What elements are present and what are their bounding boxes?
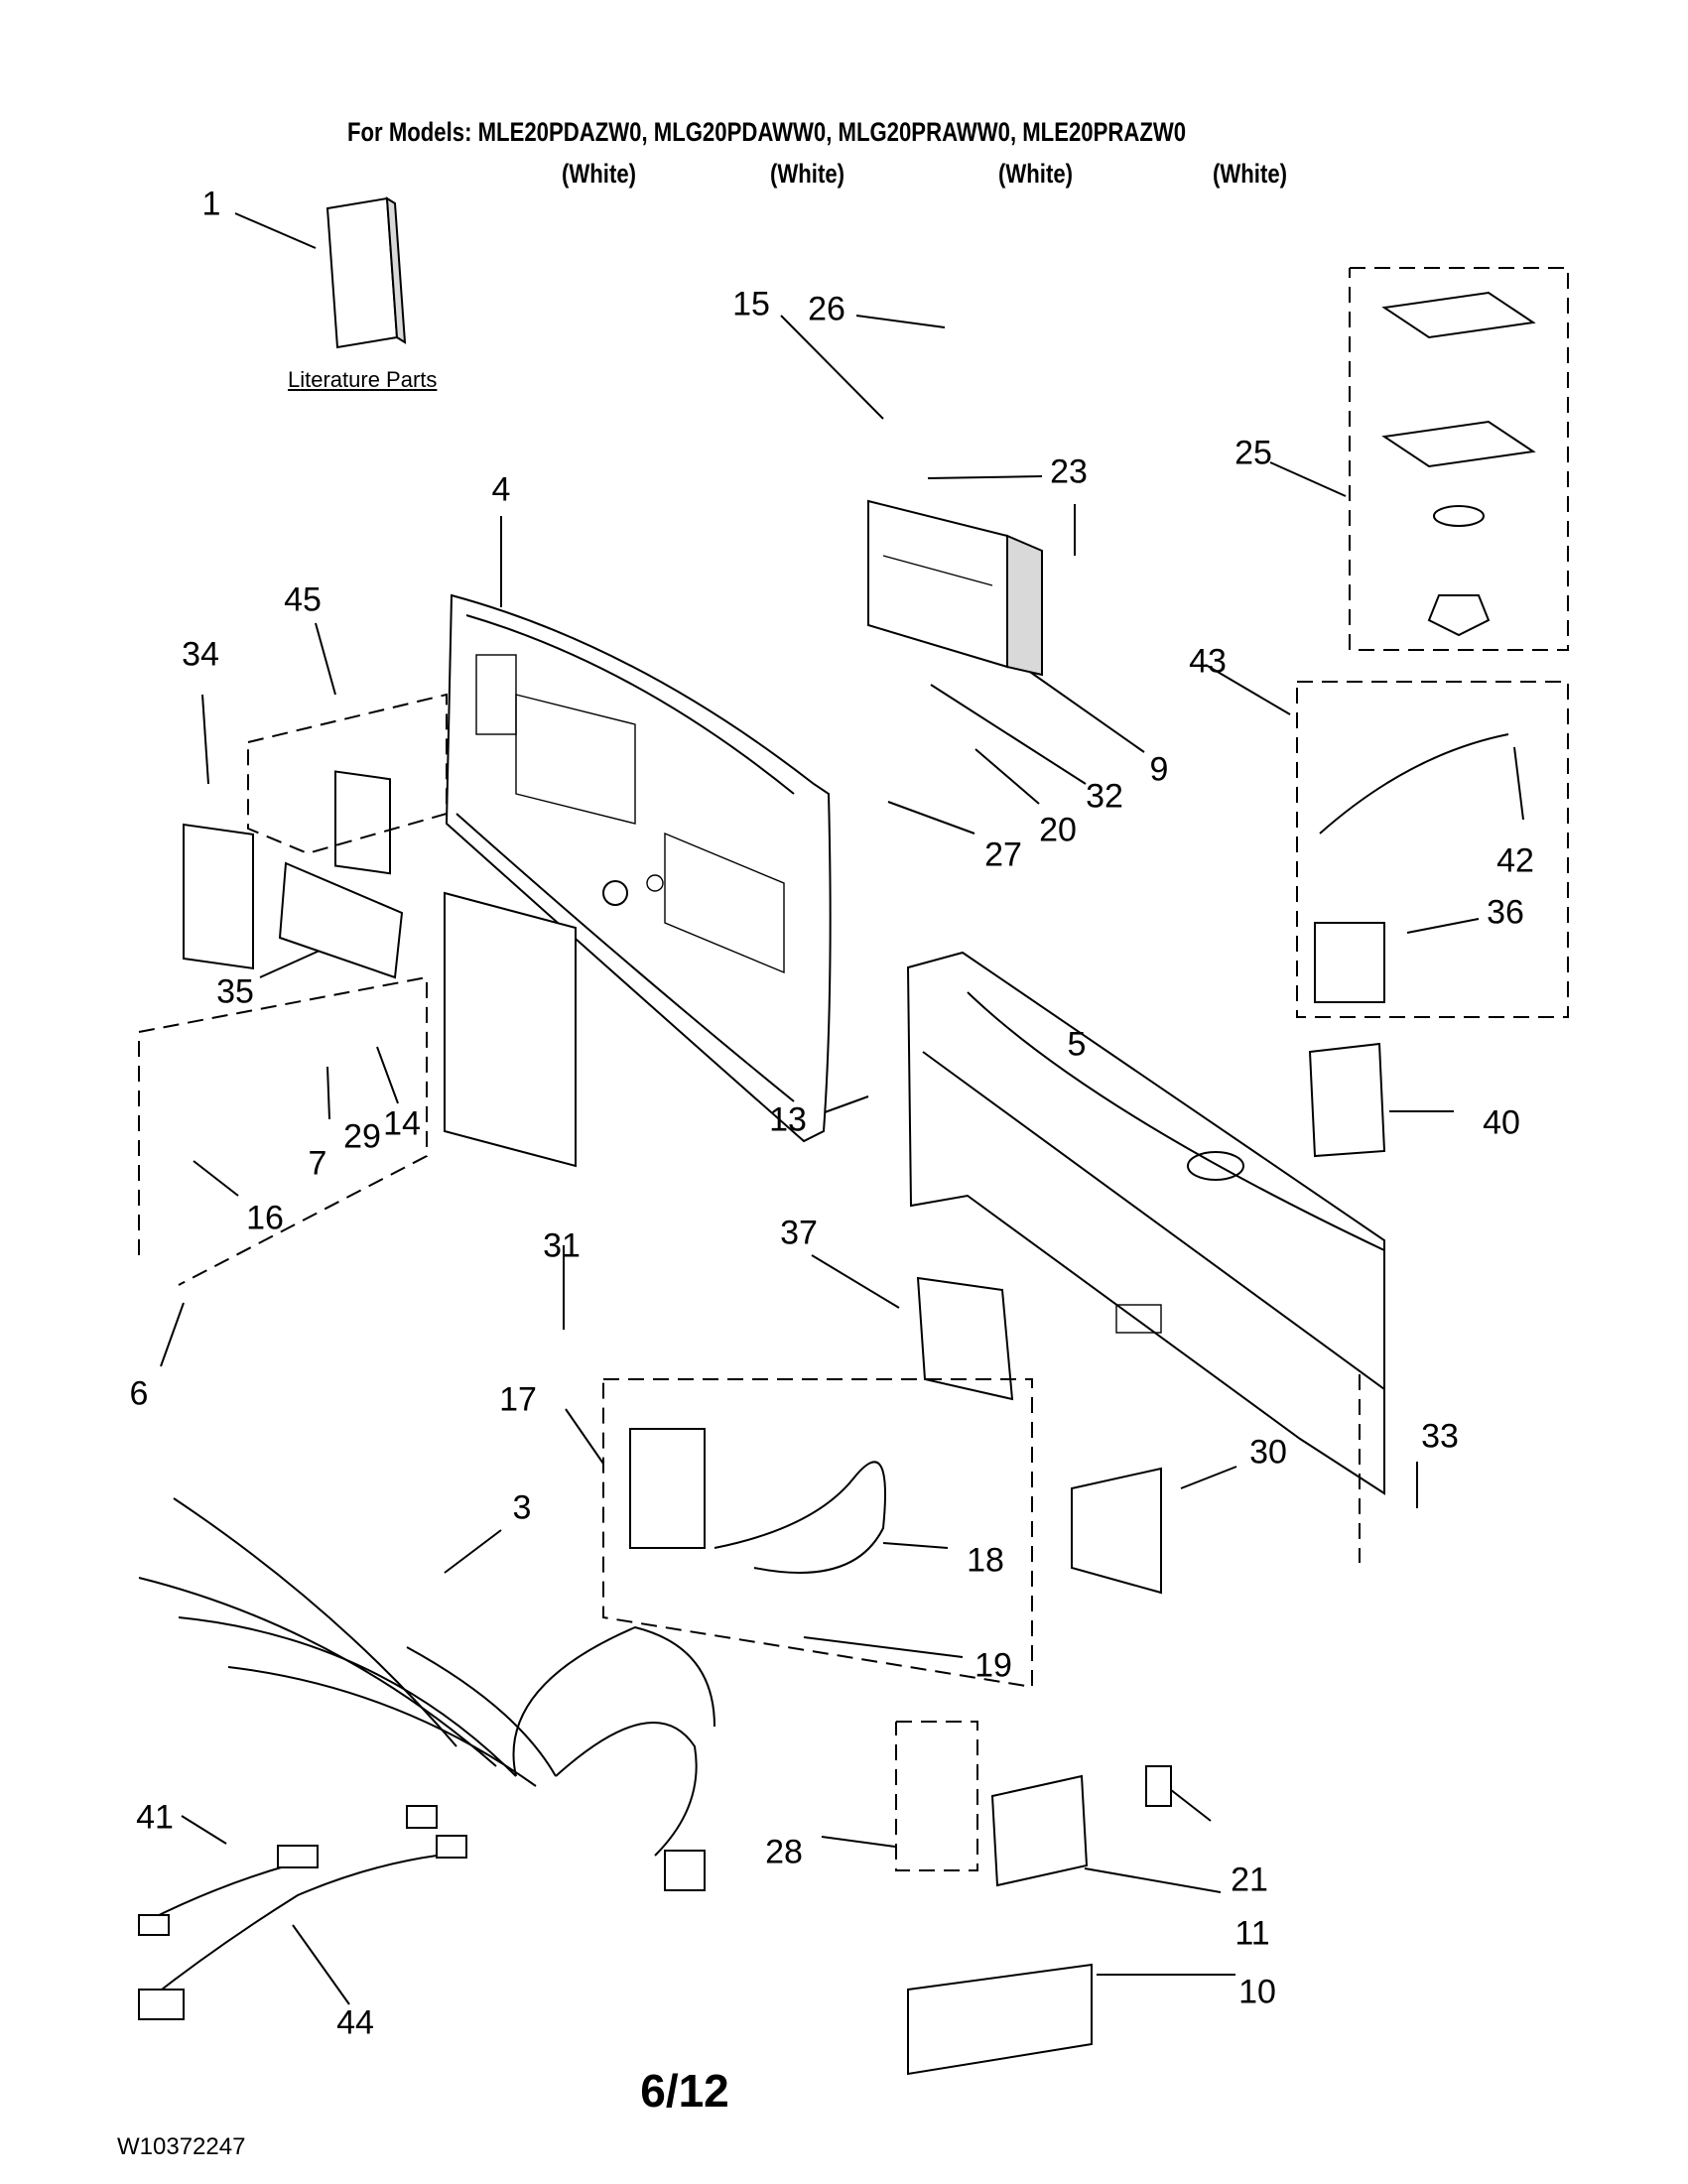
callout-32: 32 [1086, 777, 1123, 816]
shield-part [916, 1276, 1014, 1401]
callout-7: 7 [308, 1144, 327, 1183]
callout-27: 27 [984, 835, 1022, 874]
console-panel-part [445, 593, 832, 1143]
color-label-1: (White) [562, 159, 637, 189]
page-number: 6/12 [640, 2065, 729, 2117]
models-header: For Models: MLE20PDAZW0, MLG20PDAWW0, ML… [347, 117, 1187, 147]
callout-23-top: 23 [1050, 452, 1088, 491]
leader-arrows [160, 212, 1524, 2005]
color-label-4: (White) [1213, 159, 1288, 189]
callout-37: 37 [780, 1214, 818, 1252]
callout-44: 44 [336, 2003, 374, 2042]
callout-26: 26 [808, 290, 845, 328]
keypad-board-part [334, 770, 391, 875]
short-harness-part [138, 1845, 319, 1936]
callout-5: 5 [1067, 1025, 1087, 1064]
callout-43: 43 [1189, 642, 1227, 681]
callout-45: 45 [284, 580, 322, 619]
callout-6: 6 [129, 1374, 149, 1413]
callout-10: 10 [1238, 1973, 1276, 2011]
group-boxes [138, 267, 1569, 1871]
callout-15: 15 [732, 285, 770, 323]
callout-16: 16 [246, 1199, 284, 1237]
mounting-hardware-part [1381, 291, 1536, 637]
meter-harness-part [1319, 733, 1509, 835]
hub-assembly-part [629, 1428, 706, 1549]
color-label-3: (White) [998, 159, 1074, 189]
color-label-2: (White) [770, 159, 845, 189]
callout-20: 20 [1039, 811, 1077, 849]
literature-booklet-part [325, 196, 407, 349]
callout-33: 33 [1421, 1417, 1459, 1456]
rear-panel-frame-part [906, 951, 1385, 1495]
hub-harness-part [714, 1461, 886, 1574]
callout-31: 31 [543, 1226, 581, 1265]
display-housing-part [278, 861, 404, 979]
callout-30: 30 [1249, 1433, 1287, 1472]
callout-25: 25 [1234, 434, 1272, 472]
callout-21: 21 [1231, 1861, 1268, 1899]
document-number: W10372247 [117, 2133, 246, 2160]
cover-plate-part [1308, 1042, 1386, 1158]
callout-13: 13 [769, 1100, 807, 1139]
switch-part [1145, 1765, 1172, 1807]
callout-34: 34 [182, 635, 219, 674]
callout-1: 1 [201, 185, 221, 223]
callout-3: 3 [512, 1488, 532, 1527]
trim-plate-part [444, 891, 577, 1168]
coiled-harness-part [138, 1805, 467, 2020]
callout-42: 42 [1496, 841, 1534, 880]
callout-4: 4 [491, 470, 511, 509]
electronic-control-part [867, 499, 1043, 677]
bezel-part [1314, 922, 1385, 1003]
callout-9: 9 [1149, 750, 1169, 789]
callout-18: 18 [967, 1541, 1004, 1580]
callout-14: 14 [383, 1104, 421, 1143]
wire-harness-part [138, 1497, 715, 1891]
callout-40: 40 [1483, 1103, 1520, 1142]
keypad-overlay-part [183, 823, 254, 969]
callout-19: 19 [974, 1646, 1012, 1685]
callout-28: 28 [765, 1833, 803, 1871]
callout-36: 36 [1487, 893, 1524, 932]
bracket-part [1071, 1467, 1162, 1595]
callout-41: 41 [136, 1798, 174, 1837]
literature-parts-label: Literature Parts [288, 367, 438, 392]
coin-box-part [907, 1963, 1093, 2076]
callout-17: 17 [499, 1380, 537, 1419]
callout-29: 29 [343, 1117, 381, 1156]
callout-35: 35 [216, 972, 254, 1011]
coin-box-cover-part [990, 1774, 1089, 1887]
callout-11: 11 [1234, 1914, 1270, 1953]
